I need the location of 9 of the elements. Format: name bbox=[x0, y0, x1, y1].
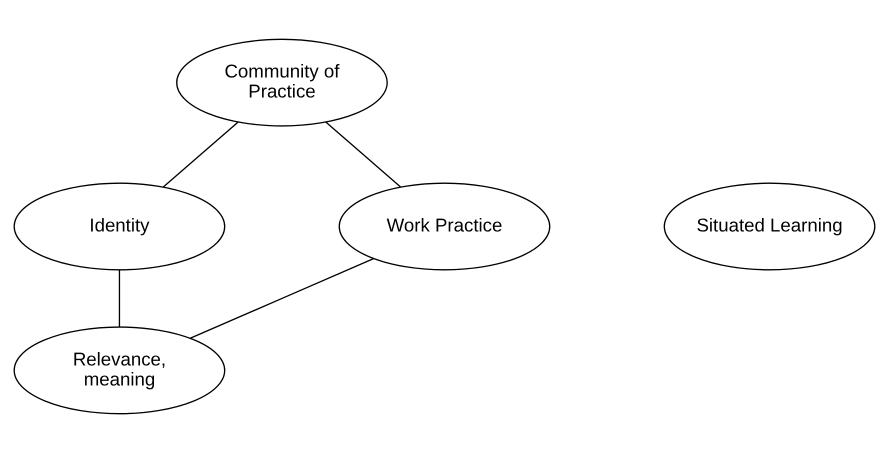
connector bbox=[163, 121, 238, 187]
node-ellipse: Work Practice bbox=[338, 182, 550, 270]
connector bbox=[190, 258, 374, 338]
node-ellipse: Identity bbox=[14, 182, 226, 270]
node-ellipse: Situated Learning bbox=[664, 182, 876, 270]
connector bbox=[326, 121, 401, 187]
node-ellipse: Relevance, meaning bbox=[14, 326, 226, 414]
connector bbox=[118, 269, 120, 326]
node-ellipse: Community of Practice bbox=[176, 38, 388, 126]
